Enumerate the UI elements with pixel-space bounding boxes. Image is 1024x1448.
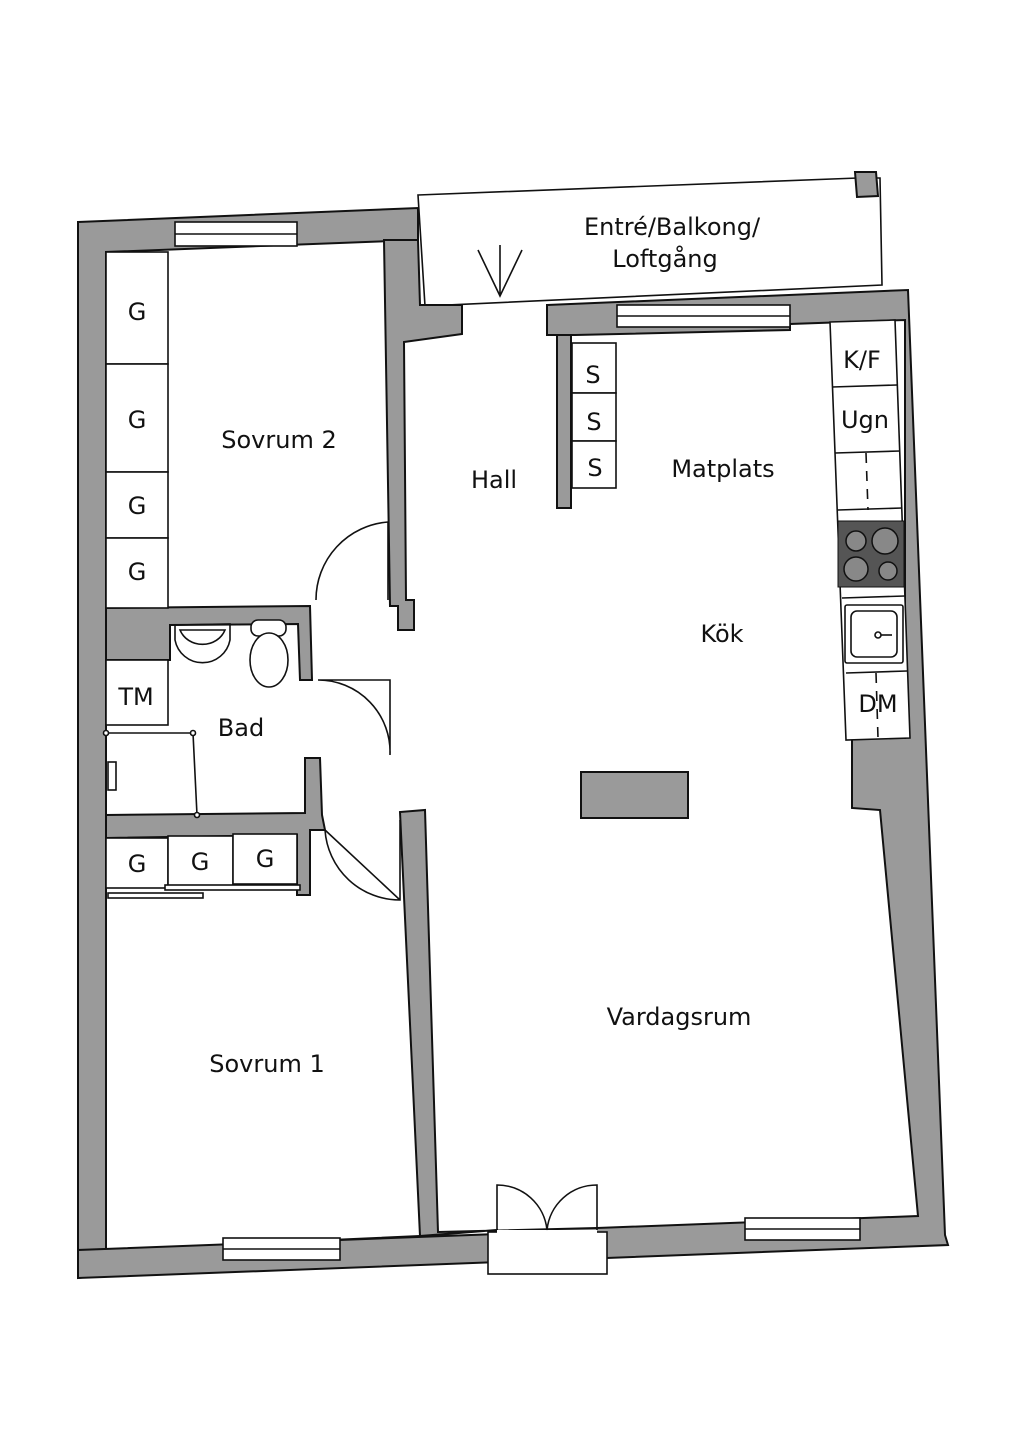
wardrobe-label: G [128,850,147,878]
wardrobe-label: G [128,492,147,520]
room-label-entry-2: Loftgång [612,244,717,273]
wardrobe-label: G [128,406,147,434]
wardrobe-label: G [128,558,147,586]
kitchen-counter: K/F Ugn DM [829,319,911,741]
washing-machine-label: TM [117,683,153,711]
dining-table [580,771,689,819]
shower-head-icon [107,761,117,791]
windows [174,221,861,1275]
fridge-freezer-label: K/F [843,346,881,374]
room-label-sovrum1: Sovrum 1 [209,1050,324,1078]
balcony-corner-post [853,171,880,199]
storage-hall: S S S [571,342,617,489]
room-label-bad: Bad [218,714,264,742]
balcony [417,177,883,307]
doors [315,245,598,1231]
wardrobes-sovrum1: G G G [105,833,301,899]
walls [77,206,950,1280]
wardrobe-label: G [256,845,275,873]
room-label-sovrum2: Sovrum 2 [221,426,336,454]
room-label-matplats: Matplats [671,455,774,483]
room-label-vardagsrum: Vardagsrum [607,1003,752,1031]
storage-label: S [586,408,601,436]
sink-icon [174,623,231,664]
dishwasher-label: DM [858,690,897,718]
storage-label: S [587,454,602,482]
entrance-arrow-icon [477,245,523,298]
room-label-hall: Hall [471,466,517,494]
wardrobe-label: G [191,848,210,876]
storage-label: S [585,361,600,389]
wardrobes-sovrum2: G G G G [105,251,169,609]
bathroom-fixtures: TM [102,619,289,819]
room-label-entry: Entré/Balkong/ [584,213,761,241]
shower-screen [106,732,198,816]
wardrobe-label: G [128,298,147,326]
room-label-kok: Kök [700,620,743,648]
oven-label: Ugn [841,406,889,434]
